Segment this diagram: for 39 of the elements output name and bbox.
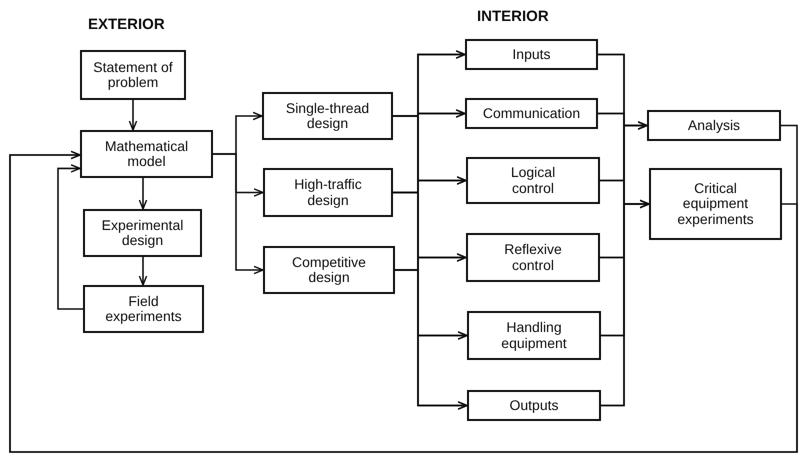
box-label: Competitive design <box>291 254 367 286</box>
arrow <box>57 164 83 310</box>
box-label: Statement of problem <box>92 60 174 90</box>
box-label: Reflexive control <box>503 242 563 273</box>
section-heading: INTERIOR <box>477 8 549 25</box>
process-box <box>465 39 598 70</box>
arrow <box>138 178 148 210</box>
process-box <box>83 285 204 333</box>
process-box <box>80 50 186 100</box>
box-label: Inputs <box>512 46 551 62</box>
arrow <box>213 153 264 274</box>
process-box <box>263 246 395 294</box>
arrow <box>138 257 148 286</box>
process-box <box>80 130 213 178</box>
box-label: Analysis <box>688 118 740 134</box>
section-heading: EXTERIOR <box>88 16 165 33</box>
box-label: Mathematical model <box>104 138 190 170</box>
process-box <box>83 209 202 257</box>
arrow <box>395 269 468 410</box>
process-box <box>465 98 598 129</box>
process-box <box>262 92 393 140</box>
box-label: Outputs <box>509 398 559 414</box>
box-label: High-traffic design <box>293 177 363 208</box>
process-box <box>649 168 782 240</box>
process-box <box>467 311 601 360</box>
process-box <box>467 390 601 421</box>
process-box <box>466 157 600 204</box>
box-label: Single-thread design <box>284 100 370 132</box>
box-label: Communication <box>482 106 580 122</box>
process-box <box>466 233 600 282</box>
box-label: Handling equipment <box>500 320 568 351</box>
arrow <box>601 200 650 406</box>
process-box <box>647 110 781 141</box>
process-box <box>263 168 393 217</box>
box-label: Experimental design <box>100 218 184 248</box>
box-label: Field experiments <box>104 294 183 324</box>
box-label: Critical equipment experiments <box>676 180 755 228</box>
arrow <box>128 100 138 131</box>
box-label: Logical control <box>510 165 556 196</box>
